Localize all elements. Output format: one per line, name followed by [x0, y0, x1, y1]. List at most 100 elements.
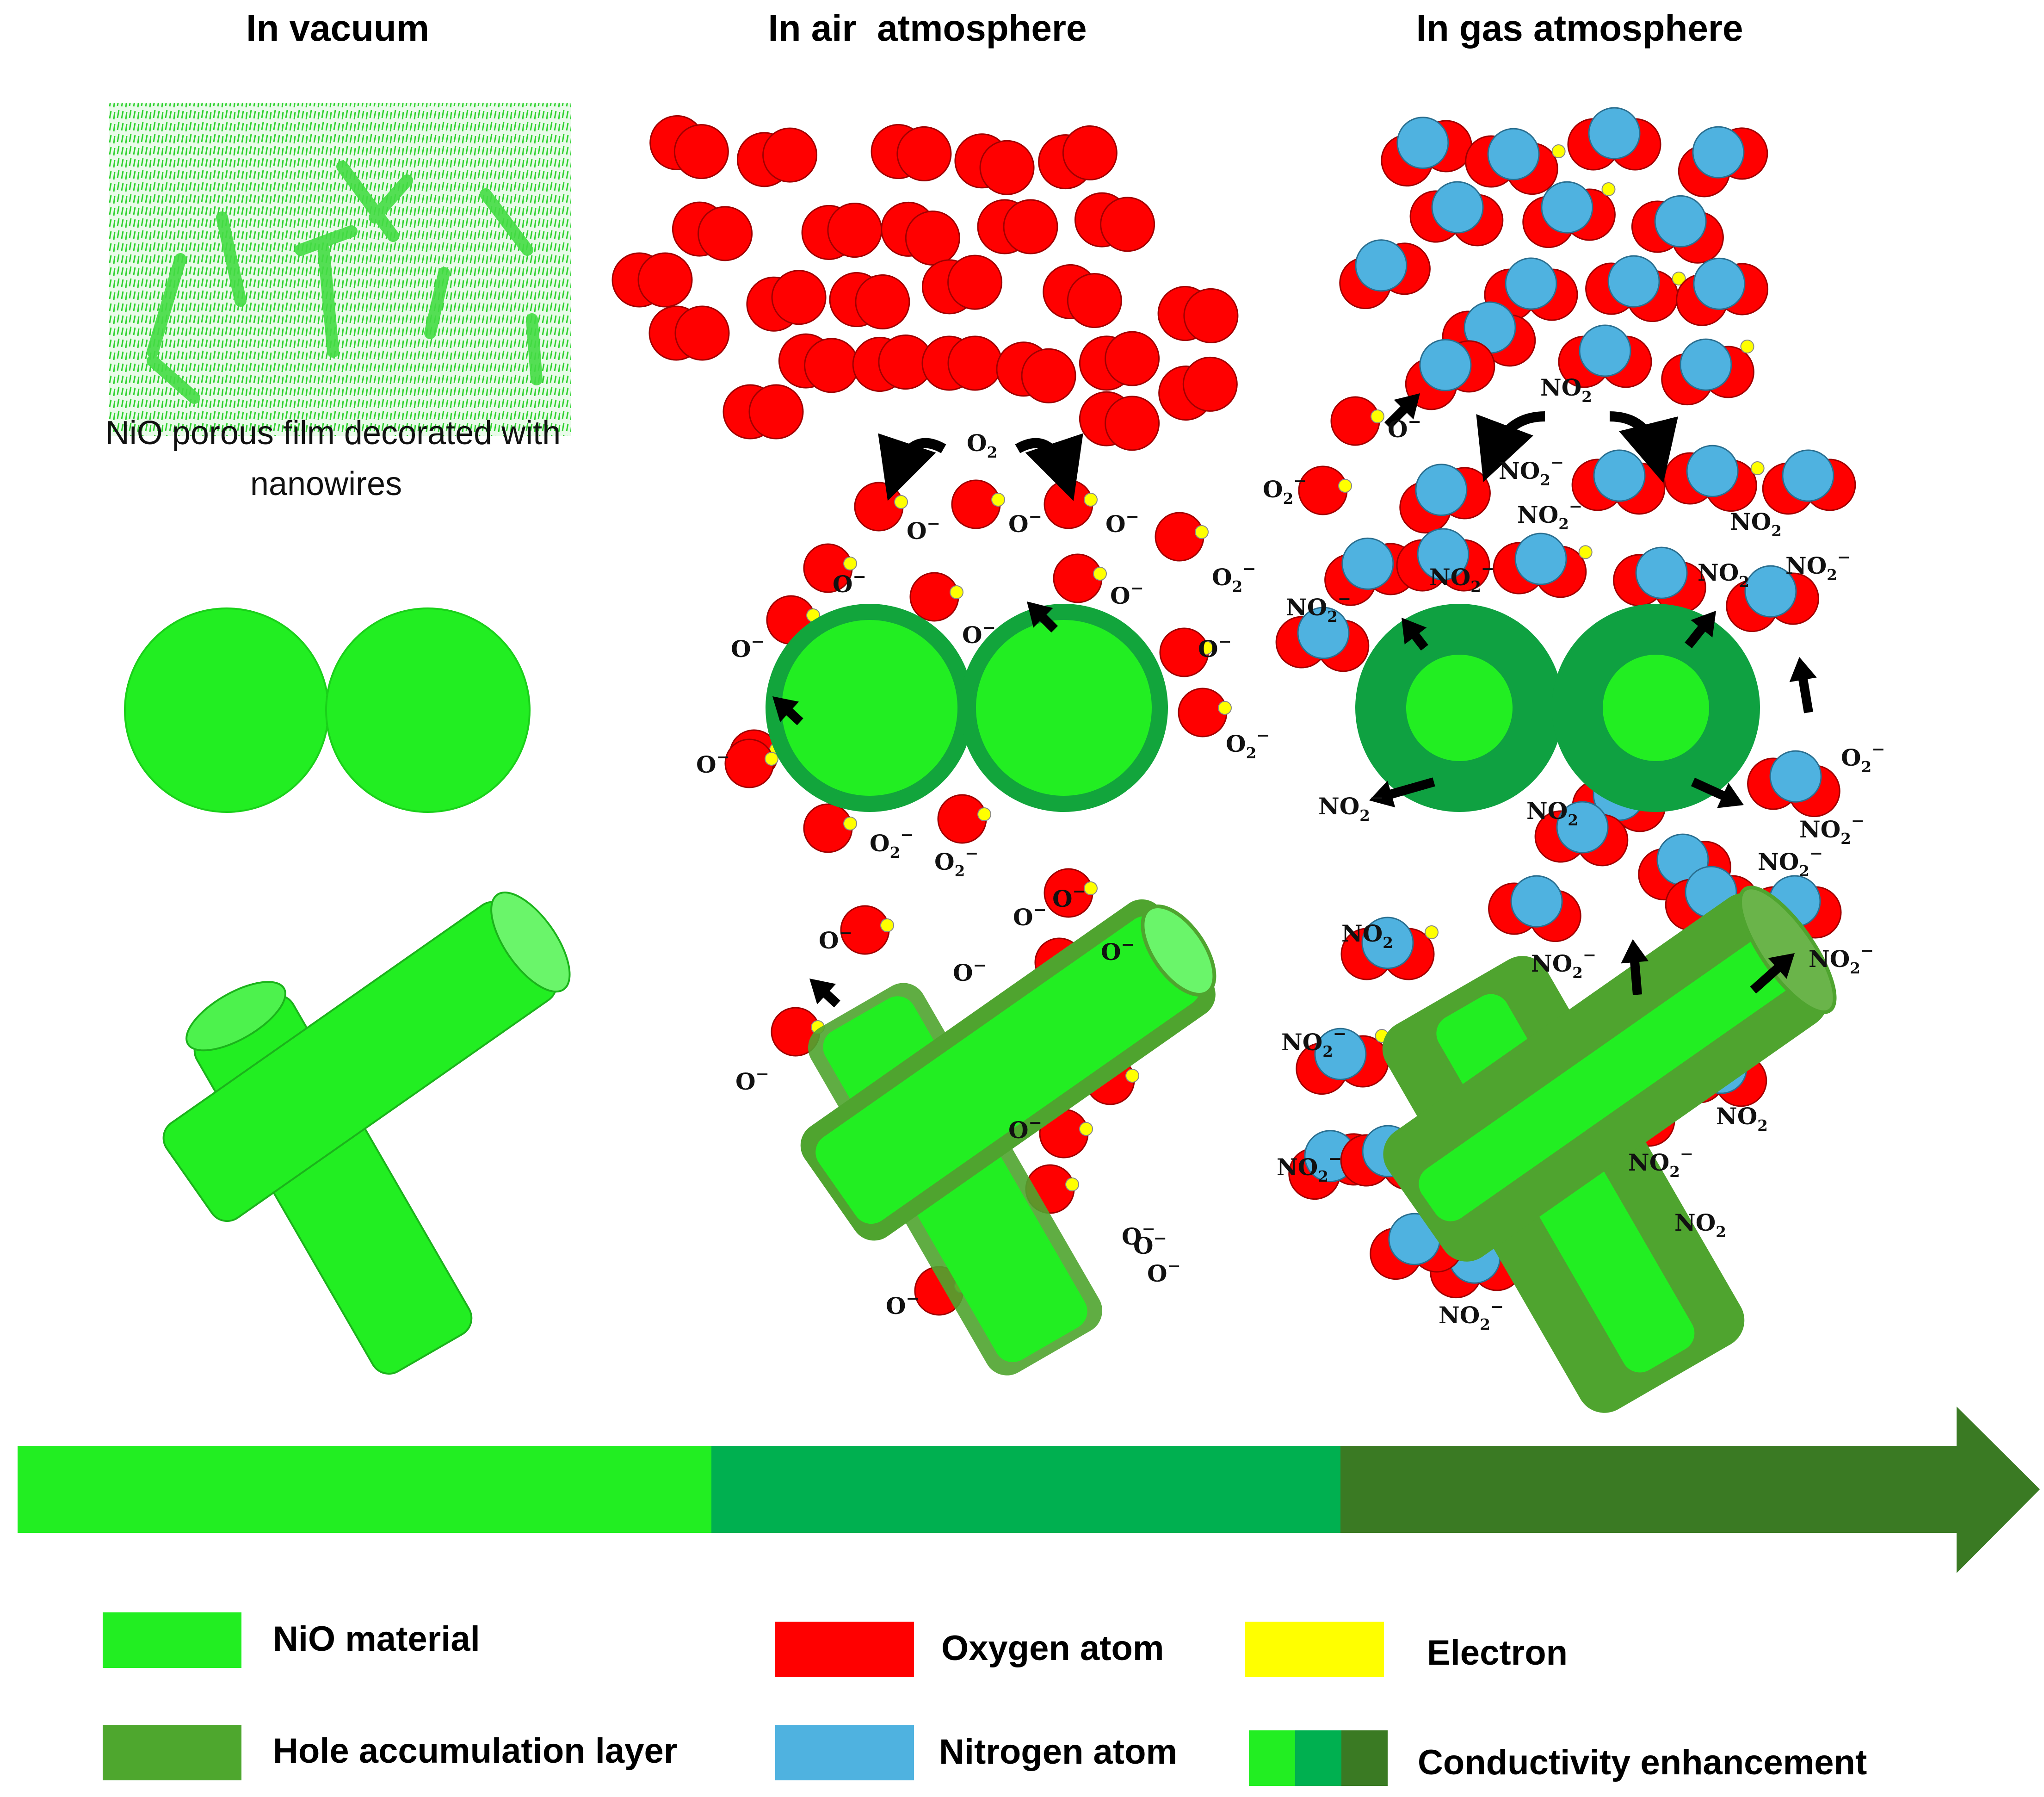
- no2-molecule: [1409, 181, 1504, 247]
- species-label: NO2−: [1799, 812, 1865, 848]
- electron: [1672, 272, 1686, 286]
- species-label: NO2−: [1439, 1297, 1504, 1333]
- oxygen-molecule: [611, 252, 693, 308]
- nio-grain: [325, 607, 531, 813]
- no2-molecule: [1396, 528, 1490, 592]
- species-label: O−: [696, 748, 730, 778]
- electron: [1425, 925, 1439, 939]
- oxygen-molecule: [801, 203, 883, 260]
- gas-no2-molecules: [1275, 107, 1856, 1299]
- electron-transfer-arrow: [1691, 777, 1744, 808]
- oxygen-molecule: [723, 384, 804, 440]
- oxygen-molecule: [1157, 286, 1239, 343]
- electron: [843, 557, 857, 570]
- electron: [1740, 340, 1754, 354]
- curved-arrow: [878, 433, 946, 501]
- electron: [1601, 182, 1616, 197]
- legend-swatch-nio: [103, 1612, 241, 1668]
- species-label: O2−: [934, 844, 979, 880]
- vacuum-nanowires: [162, 892, 571, 1375]
- oxygen-molecule: [921, 254, 1003, 315]
- no2-molecule: [1339, 239, 1431, 310]
- species-label: O−: [731, 632, 765, 663]
- no2-molecule: [1484, 257, 1578, 321]
- species-label: O−: [1122, 1220, 1155, 1250]
- no2-molecule: [1522, 181, 1616, 248]
- legend-swatch-oxygen: [775, 1622, 914, 1677]
- species-label: O2: [967, 429, 997, 461]
- oxygen-ion: [1044, 868, 1098, 918]
- legend-label-conductivity: Conductivity enhancement: [1418, 1743, 1867, 1782]
- oxygen-ion: [803, 543, 857, 593]
- oxygen-ion: [1155, 512, 1209, 562]
- oxygen-ion: [854, 482, 908, 532]
- oxygen-ion: [1178, 688, 1232, 737]
- conductivity-arrow-head: [1957, 1407, 2040, 1573]
- species-label: O−: [1133, 1229, 1167, 1259]
- film-caption-line2: nanowires: [250, 465, 402, 502]
- species-label: O−: [907, 514, 940, 545]
- no2-molecule: [1493, 533, 1593, 598]
- no2-molecule: [1296, 1028, 1389, 1095]
- oxygen-ion: [951, 479, 1005, 529]
- no2-molecule: [1676, 257, 1769, 326]
- electron-transfer-arrow: [809, 978, 840, 1008]
- oxygen-molecule: [921, 335, 1003, 391]
- legend-label-nitrogen: Nitrogen atom: [939, 1732, 1177, 1772]
- air-nanowires: [800, 899, 1217, 1376]
- oxygen-molecule: [778, 333, 859, 393]
- species-label: O−: [819, 923, 852, 954]
- oxygen-molecule: [648, 305, 730, 361]
- oxygen-molecule: [852, 335, 933, 392]
- electron: [880, 918, 894, 932]
- species-label: NO2−: [1429, 559, 1494, 595]
- no2-molecule: [1631, 195, 1724, 264]
- conductivity-bar-segment: [18, 1446, 711, 1533]
- oxygen-molecule: [1079, 391, 1160, 451]
- electron: [950, 585, 963, 599]
- electron: [1750, 461, 1765, 476]
- conductivity-bar-segment: [1340, 1446, 1960, 1533]
- electron: [1093, 567, 1107, 581]
- species-label: O−: [1008, 1113, 1042, 1144]
- legend: NiO material Hole accumulation layer Oxy…: [103, 1612, 1867, 1786]
- legend-swatch-conductivity: [1249, 1730, 1388, 1786]
- air-grain-core: [782, 620, 957, 796]
- species-label: NO2−: [1809, 941, 1874, 977]
- no2-molecule: [1661, 338, 1754, 406]
- species-label: O−: [735, 1065, 769, 1095]
- legend-label-nio: NiO material: [273, 1619, 480, 1659]
- oxygen-molecule: [746, 270, 827, 332]
- species-label: O−: [1388, 412, 1421, 443]
- species-label: NO2−: [1277, 1149, 1342, 1185]
- no2-molecule: [1567, 107, 1661, 171]
- no2-molecule: [1585, 255, 1686, 322]
- species-label: NO2: [1526, 797, 1578, 829]
- no2-molecule: [1534, 801, 1629, 867]
- electron: [1578, 545, 1593, 559]
- air-grains: [766, 604, 1168, 812]
- no2-molecule: [1664, 445, 1765, 512]
- species-label: O−: [1105, 507, 1139, 538]
- oxygen-ion: [1044, 479, 1098, 529]
- species-label: NO2−: [1517, 497, 1582, 533]
- no2-molecule: [1340, 917, 1439, 980]
- oxygen-molecule: [736, 127, 818, 187]
- oxygen-molecule: [1043, 264, 1122, 328]
- species-label: NO2−: [1318, 788, 1383, 824]
- oxygen-molecule: [1158, 356, 1238, 421]
- species-label: O2−: [1263, 471, 1307, 508]
- electron: [1338, 479, 1352, 493]
- oxygen-ion: [724, 738, 778, 788]
- species-label: O2−: [1212, 559, 1256, 595]
- vacuum-grains: [124, 607, 531, 813]
- no2-molecule: [1613, 546, 1706, 614]
- legend-label-electron: Electron: [1427, 1633, 1568, 1673]
- header-air: In air atmosphere: [768, 7, 1087, 49]
- nio-grain: [124, 607, 329, 813]
- oxygen-molecule: [1079, 331, 1160, 391]
- electron: [894, 495, 908, 509]
- legend-swatch-hole-layer: [103, 1725, 241, 1780]
- oxygen-ion: [1330, 396, 1384, 446]
- electron: [1079, 1122, 1093, 1136]
